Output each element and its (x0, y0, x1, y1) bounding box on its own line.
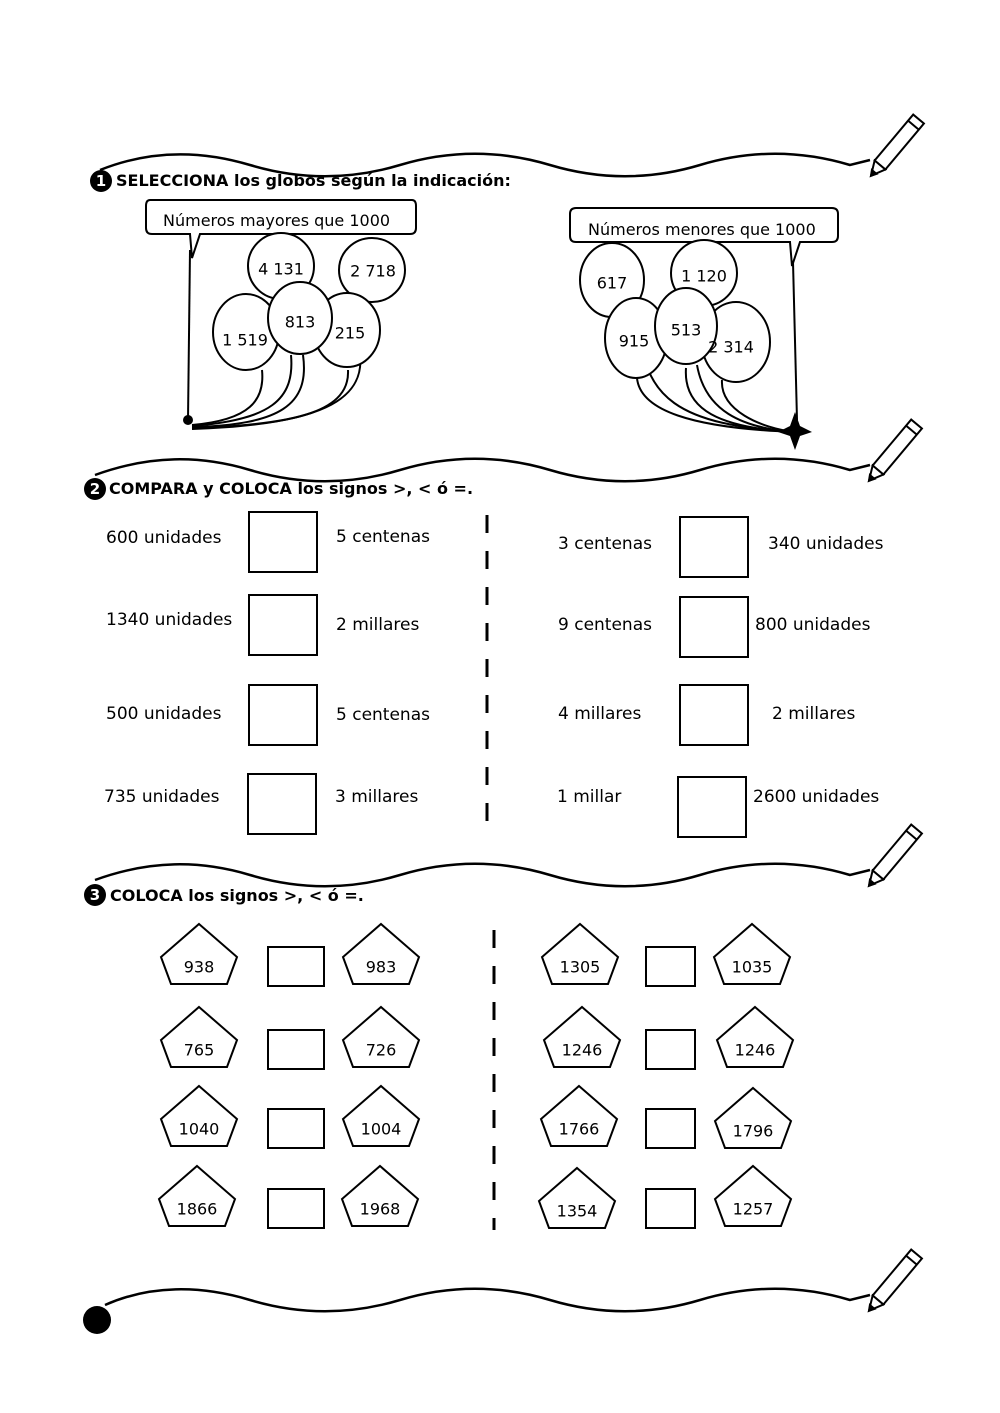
pentagon-number: 1968 (359, 1199, 401, 1219)
balloon (654, 287, 718, 365)
pentagon-shape (159, 1005, 239, 1068)
answer-box[interactable] (679, 516, 749, 578)
answer-box[interactable] (679, 684, 749, 746)
pentagon-number: 1796 (732, 1121, 774, 1141)
compare-left-item: 600 unidades (106, 528, 222, 548)
pencil-icon (867, 1248, 924, 1313)
balloon-1519[interactable]: 1 519 (222, 330, 268, 350)
balloon-4131[interactable]: 4 131 (258, 259, 304, 279)
balloon-513[interactable]: 513 (670, 320, 702, 340)
compare-right-item: 2600 unidades (753, 787, 880, 807)
balloon-2314[interactable]: 2 314 (708, 337, 754, 357)
bullet-dot (83, 1306, 111, 1334)
section-1-heading: SELECCIONA los globos según la indicació… (116, 171, 511, 190)
compare-left-item: 1 millar (557, 787, 622, 807)
pentagon-shape (542, 1005, 622, 1068)
balloon-2718[interactable]: 2 718 (350, 261, 396, 281)
answer-box[interactable] (645, 1029, 696, 1070)
pentagon-number: 1305 (559, 957, 601, 977)
section-2-badge: 2 (84, 478, 106, 500)
pentagon-shape (341, 922, 421, 985)
answer-box[interactable] (677, 776, 747, 838)
pentagon-shape (539, 1084, 619, 1147)
answer-box[interactable] (267, 1108, 325, 1149)
pentagon-number: 1246 (561, 1040, 603, 1060)
wavy-line-1 (99, 152, 871, 178)
compare-right-item: 3 millares (335, 787, 419, 807)
compare-right-item: 800 unidades (755, 615, 871, 635)
compare-left-item: 9 centenas (558, 615, 652, 635)
section-2-heading: COMPARA y COLOCA los signos >, < ó =. (109, 479, 474, 498)
pentagon-shape (341, 1005, 421, 1068)
balloon-1120[interactable]: 1 120 (681, 266, 727, 286)
pentagon-number: 1766 (558, 1119, 600, 1139)
balloon-813[interactable]: 813 (284, 312, 316, 332)
compare-right-item: 5 centenas (336, 527, 430, 547)
answer-box[interactable] (248, 684, 318, 746)
pentagon-shape (537, 1166, 617, 1229)
compare-right-item: 340 unidades (768, 534, 884, 554)
answer-box[interactable] (267, 1188, 325, 1229)
pentagon-shape (715, 1005, 795, 1068)
answer-box[interactable] (248, 511, 318, 573)
pencil-icon (867, 418, 924, 483)
section-1-badge: 1 (90, 170, 112, 192)
answer-box[interactable] (645, 1188, 696, 1229)
balloon (338, 237, 406, 303)
compare-left-item: 3 centenas (558, 534, 652, 554)
compare-right-item: 2 millares (336, 615, 420, 635)
answer-box[interactable] (645, 1108, 696, 1149)
pentagon-number: 983 (365, 957, 397, 977)
pentagon-number: 726 (365, 1040, 397, 1060)
section-3-badge: 3 (84, 884, 106, 906)
answer-box[interactable] (267, 946, 325, 987)
wavy-line-2 (94, 457, 871, 483)
answer-box[interactable] (679, 596, 749, 658)
compare-left-item: 1340 unidades (106, 610, 233, 630)
wavy-line-3 (94, 862, 871, 888)
pentagon-number: 765 (183, 1040, 215, 1060)
left-label-bubble (145, 199, 417, 259)
balloon-215[interactable]: 215 (334, 323, 366, 343)
pentagon-number: 1257 (732, 1199, 774, 1219)
pentagon-shape (159, 1084, 239, 1147)
pentagon-shape (540, 922, 620, 985)
balloon-617[interactable]: 617 (596, 273, 628, 293)
answer-box[interactable] (267, 1029, 325, 1070)
left-group-label: Números mayores que 1000 (163, 211, 391, 230)
pentagon-number: 938 (183, 957, 215, 977)
pentagon-number: 1866 (176, 1199, 218, 1219)
pencil-icon (867, 823, 924, 888)
right-label-bubble (569, 207, 839, 267)
pentagon-number: 1246 (734, 1040, 776, 1060)
compare-left-item: 500 unidades (106, 704, 222, 724)
pentagon-shape (341, 1084, 421, 1147)
wavy-line-4 (104, 1287, 871, 1313)
pentagon-shape (159, 922, 239, 985)
answer-box[interactable] (645, 946, 696, 987)
pentagon-shape (340, 1164, 420, 1227)
compare-right-item: 5 centenas (336, 705, 430, 725)
pentagon-shape (713, 1164, 793, 1227)
pentagon-number: 1004 (360, 1119, 402, 1139)
pentagon-number: 1040 (178, 1119, 220, 1139)
right-group-label: Números menores que 1000 (588, 220, 816, 239)
section-3-heading: COLOCA los signos >, < ó =. (110, 886, 364, 905)
compare-left-item: 4 millares (558, 704, 642, 724)
pencil-icon (869, 113, 926, 178)
pentagon-shape (713, 1086, 793, 1149)
pentagon-number: 1354 (556, 1201, 598, 1221)
balloon-915[interactable]: 915 (618, 331, 650, 351)
compare-left-item: 735 unidades (104, 787, 220, 807)
pentagon-number: 1035 (731, 957, 773, 977)
compare-right-item: 2 millares (772, 704, 856, 724)
answer-box[interactable] (248, 594, 318, 656)
pentagon-shape (712, 922, 792, 985)
balloon (267, 281, 333, 355)
answer-box[interactable] (247, 773, 317, 835)
pentagon-shape (157, 1164, 237, 1227)
